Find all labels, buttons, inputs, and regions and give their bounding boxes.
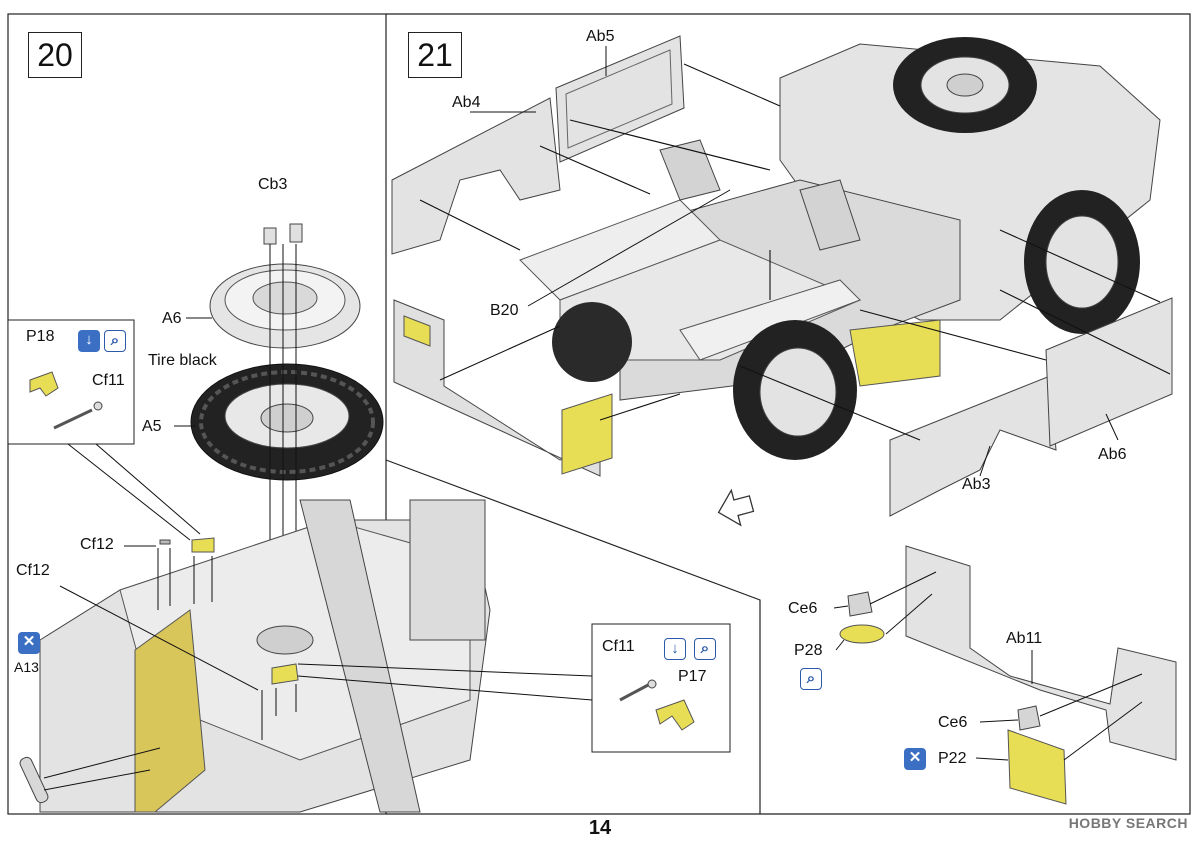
label-ab5: Ab5 [586,28,615,45]
label-ab4: Ab4 [452,94,481,111]
label-a6: A6 [162,310,182,327]
lamp-left [403,315,431,347]
leaders-lower-right [833,571,1143,761]
label-p18: P18 [26,328,55,345]
cut-icon: ✕ [18,632,40,654]
vehicle-front-body [39,499,491,813]
label-p28: P28 [794,642,823,659]
label-ab11: Ab11 [1006,630,1043,647]
rear-tailgate-ab11 [839,545,1177,805]
label-ab3: Ab3 [962,476,991,493]
panel-ab3 [889,375,1057,517]
watermark: HOBBY SEARCH [1068,815,1188,831]
panel-ab6 [1045,297,1173,447]
glue-icon: ⌕ [104,330,126,352]
label-cf12-b: Cf12 [16,562,50,579]
leaders-step21 [470,46,1119,477]
part-a13 [19,747,161,804]
direction-arrow-icon [717,488,755,527]
label-a5: A5 [142,418,162,435]
label-tire-note: Tire black [148,352,217,369]
page-number: 14 [588,817,612,839]
glue-icon-p28: ⌕ [800,668,822,690]
tire-a5 [190,363,384,481]
cut-icon-p22: ✕ [904,748,926,770]
label-ab6: Ab6 [1098,446,1127,463]
panel-ab5 [555,35,685,163]
label-cf11-inset: Cf11 [602,638,635,655]
leaders-step20 [59,317,259,691]
panel-ab4 [391,97,561,255]
label-cf12-a: Cf12 [80,536,114,553]
label-ce6-a: Ce6 [788,600,818,617]
step-number-20: 20 [28,32,82,78]
label-p17: P17 [678,668,707,685]
bend-icon: ↓ [78,330,100,352]
spare-wheel-bonnet [893,37,1037,133]
label-p22: P22 [938,750,967,767]
clamp-cb3 [263,223,303,245]
wheel-a6 [209,263,361,349]
road-wheels [552,190,1140,460]
panel-ab5-inner [565,49,673,149]
label-a13: A13 [14,659,39,675]
label-ce6-b: Ce6 [938,714,968,731]
bend-icon-inset: ↓ [664,638,686,660]
hood-small-parts [157,537,299,740]
plate-lower [561,393,613,475]
label-b20: B20 [490,302,519,319]
glue-icon-inset: ⌕ [694,638,716,660]
label-cf11-top: Cf11 [92,372,125,389]
step-number-21: 21 [408,32,462,78]
label-cb3: Cb3 [258,176,288,193]
assembly-arrows-step21 [419,63,1171,441]
